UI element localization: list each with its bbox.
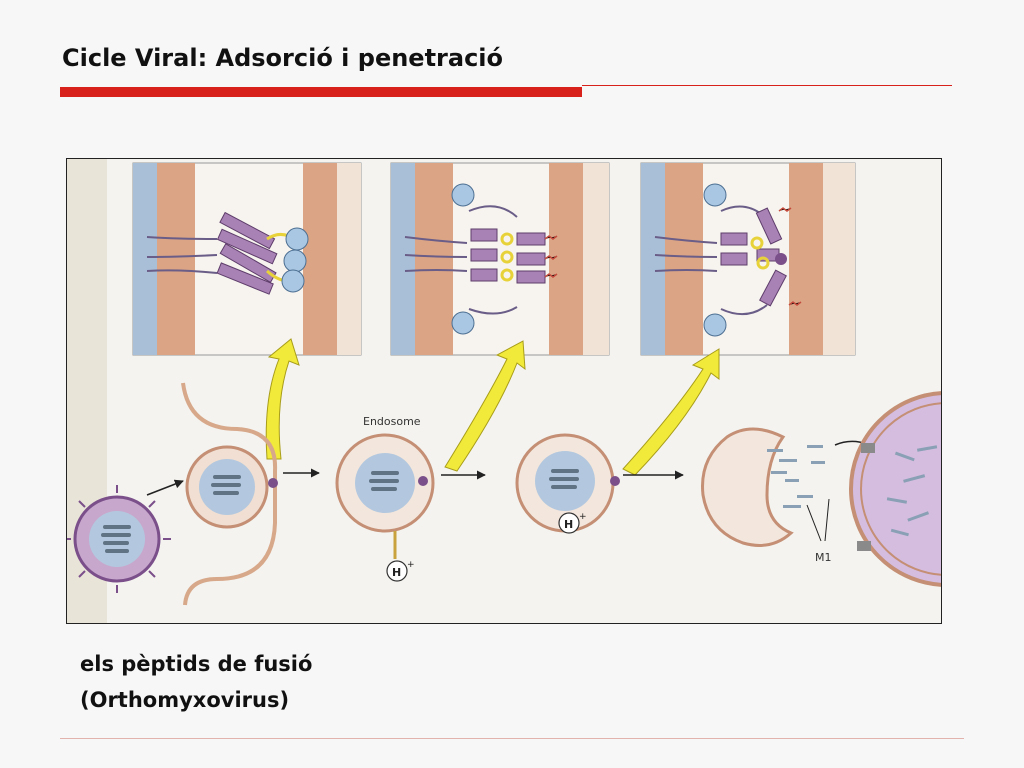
- proton-icon: [558, 512, 580, 534]
- svg-text:+: +: [407, 560, 415, 570]
- svg-text:H: H: [392, 566, 401, 579]
- title-underline-thin: [582, 85, 952, 86]
- endosome-icon: Endosome H +: [335, 415, 435, 582]
- nucleus-icon: [849, 391, 941, 587]
- yellow-arrow-icons: [265, 338, 720, 476]
- m1-label: M1: [815, 551, 832, 564]
- fusion-panel-3: [640, 162, 856, 356]
- title-underline-thick: [60, 87, 582, 97]
- black-arrow-icon: [146, 479, 184, 496]
- svg-text:+: +: [579, 512, 587, 522]
- caption-line-2: (Orthomyxovirus): [80, 688, 290, 712]
- caption-line-1: els pèptids de fusió: [80, 652, 313, 676]
- proton-icon: [386, 560, 408, 582]
- endosome-label: Endosome: [363, 415, 421, 428]
- virion-icon: [67, 485, 171, 593]
- svg-text:H: H: [564, 518, 573, 531]
- slide-title: Cicle Viral: Adsorció i penetració: [62, 44, 504, 72]
- yellow-arrow-icon: [265, 338, 300, 460]
- yellow-arrow-icon: [444, 340, 526, 472]
- acidified-endosome-icon: H +: [515, 433, 620, 534]
- yellow-arrow-icon: [622, 348, 720, 476]
- uncoating-step: M1: [701, 427, 884, 564]
- endocytosis-step: [181, 382, 278, 606]
- fusion-panel-1: [132, 162, 362, 356]
- footer-divider: [60, 738, 964, 739]
- viral-cycle-illustration: Endosome H + H +: [67, 159, 941, 623]
- fusion-panel-2: [390, 162, 610, 356]
- viral-cycle-figure: Endosome H + H +: [66, 158, 942, 624]
